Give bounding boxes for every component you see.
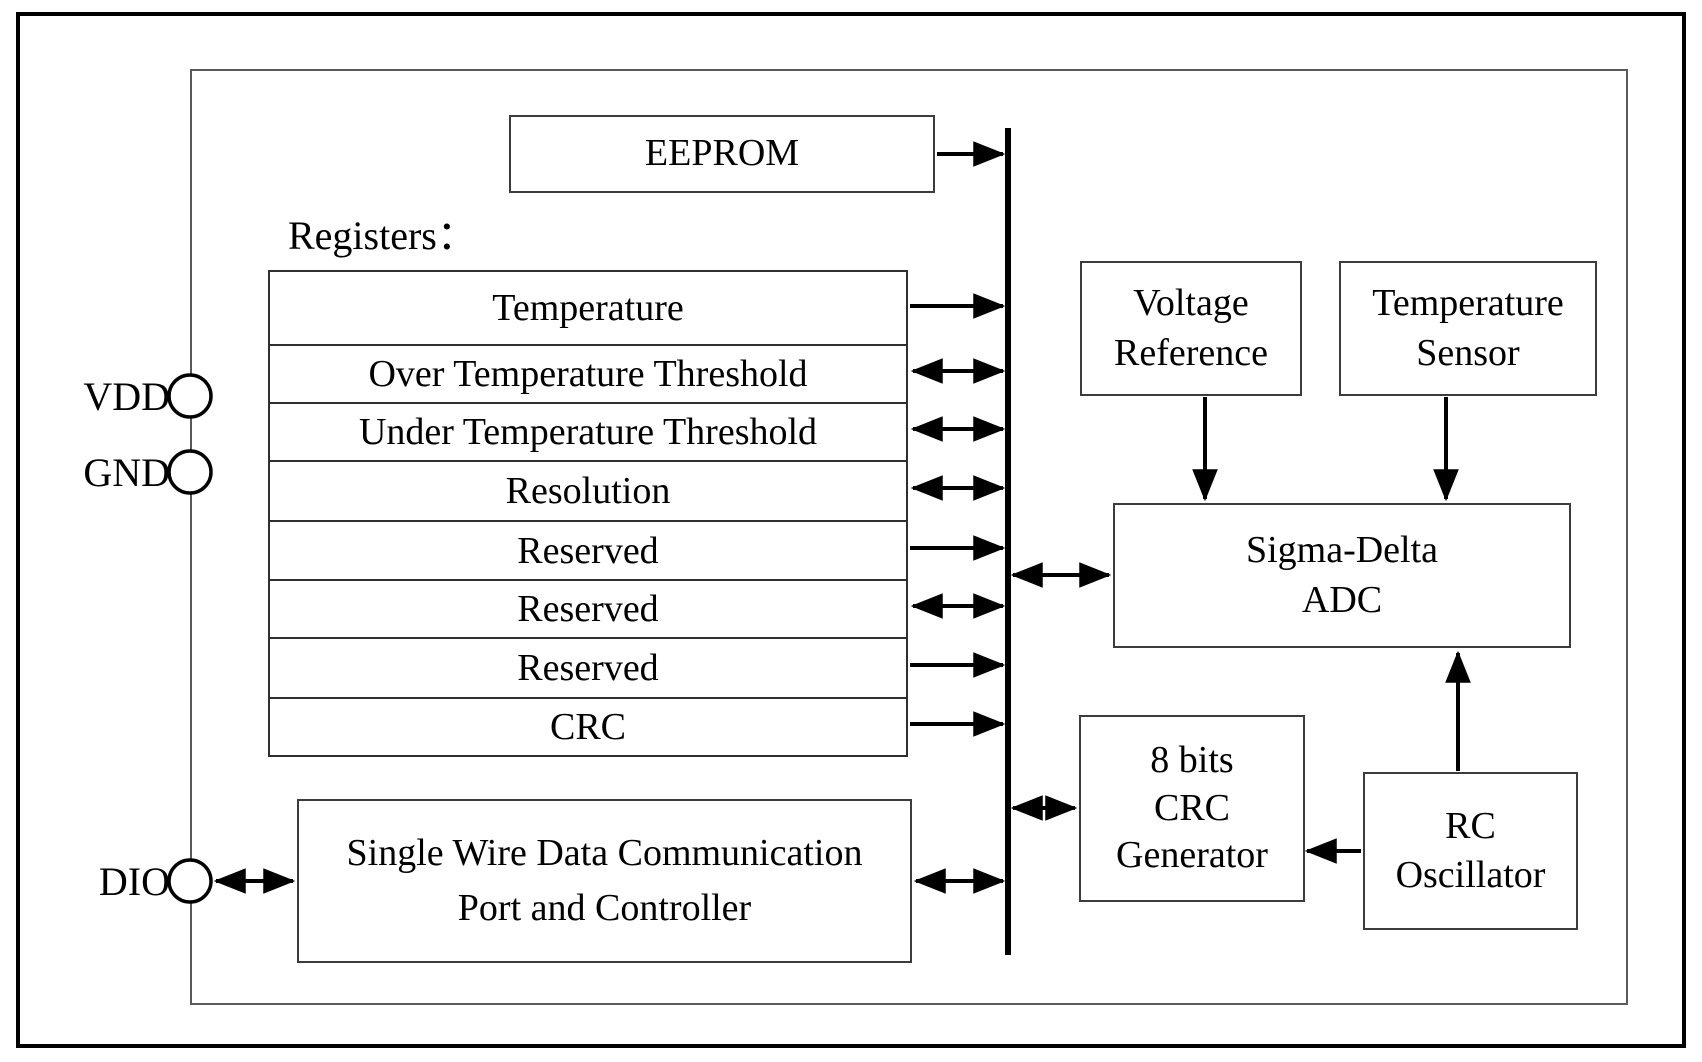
registers-table: Temperature Over Temperature Threshold U… bbox=[268, 270, 908, 757]
crc-generator-label-line3: Generator bbox=[1116, 834, 1268, 877]
register-row-reserved-1: Reserved bbox=[270, 520, 906, 579]
crc-generator-label-line1: 8 bits bbox=[1150, 738, 1234, 781]
dio-pin-label: DIO bbox=[98, 858, 170, 904]
register-row-temperature: Temperature bbox=[270, 272, 906, 344]
single-wire-port-label-line1: Single Wire Data Communication bbox=[346, 831, 863, 874]
temperature-sensor-label-line1: Temperature bbox=[1372, 282, 1564, 325]
registers-heading: Registers： bbox=[288, 213, 477, 258]
register-row-crc: CRC bbox=[270, 697, 906, 755]
register-row-under-threshold: Under Temperature Threshold bbox=[270, 402, 906, 460]
single-wire-port-label-line2: Port and Controller bbox=[457, 887, 752, 929]
temperature-sensor-label-line2: Sensor bbox=[1416, 331, 1520, 374]
sigma-delta-adc-label-line2: ADC bbox=[1301, 578, 1383, 621]
voltage-reference-block: Voltage Reference bbox=[1080, 261, 1302, 396]
register-row-over-threshold: Over Temperature Threshold bbox=[270, 344, 906, 402]
vdd-pin-label: VDD bbox=[83, 373, 170, 419]
register-row-reserved-3: Reserved bbox=[270, 637, 906, 697]
rc-oscillator-label-line2: Oscillator bbox=[1395, 854, 1546, 896]
eeprom-label: EEPROM bbox=[644, 132, 800, 175]
page-border bbox=[16, 12, 1686, 1048]
temperature-sensor-block: Temperature Sensor bbox=[1339, 261, 1597, 396]
sigma-delta-adc-block: Sigma-Delta ADC bbox=[1113, 503, 1571, 648]
chip-boundary bbox=[190, 69, 1628, 1005]
single-wire-port-block: Single Wire Data Communication Port and … bbox=[297, 799, 912, 963]
rc-oscillator-block: RC Oscillator bbox=[1363, 772, 1578, 930]
voltage-reference-label-line1: Voltage bbox=[1133, 282, 1249, 325]
eeprom-block: EEPROM bbox=[509, 115, 935, 193]
crc-generator-label-line2: CRC bbox=[1153, 786, 1231, 829]
gnd-pin-label: GND bbox=[83, 449, 170, 495]
voltage-reference-label-line2: Reference bbox=[1114, 331, 1268, 374]
register-row-resolution: Resolution bbox=[270, 460, 906, 520]
register-row-reserved-2: Reserved bbox=[270, 579, 906, 637]
crc-generator-block: 8 bits CRC Generator bbox=[1079, 715, 1305, 902]
sigma-delta-adc-label-line1: Sigma-Delta bbox=[1245, 529, 1439, 572]
rc-oscillator-label-line1: RC bbox=[1445, 804, 1496, 847]
